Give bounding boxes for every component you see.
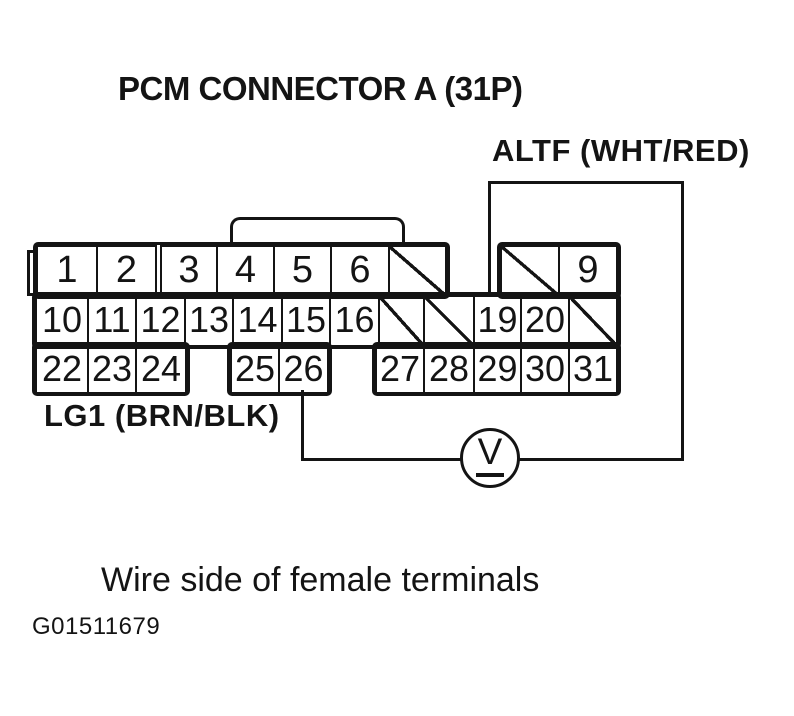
pin-cell-28: 28 <box>423 345 475 394</box>
pin-cell-1: 1 <box>36 245 98 297</box>
diagram-caption: Wire side of female terminals <box>101 561 540 599</box>
pin-cell-4: 4 <box>216 245 275 297</box>
lg1-wire-label: LG1 (BRN/BLK) <box>44 398 280 433</box>
voltmeter: V <box>460 428 520 488</box>
diagram-title: PCM CONNECTOR A (31P) <box>118 70 523 107</box>
lg1-wire-vertical-from-pin26 <box>301 390 304 461</box>
pin-cell-2: 2 <box>96 245 157 297</box>
pin-cell-10: 10 <box>35 295 89 347</box>
altf-wire-right-vertical <box>681 181 684 461</box>
blank-cell <box>388 245 447 297</box>
blank-cell <box>378 295 425 347</box>
altf-wire-top-horizontal <box>488 181 684 184</box>
pin-cell-24: 24 <box>135 345 187 394</box>
blank-cell <box>500 245 560 297</box>
pin-cell-23: 23 <box>87 345 137 394</box>
pin-cell-9: 9 <box>558 245 618 297</box>
pin-cell-13: 13 <box>184 295 234 347</box>
altf-wire-label: ALTF (WHT/RED) <box>492 133 750 168</box>
pin-cell-3: 3 <box>160 245 218 297</box>
voltmeter-icon: V <box>477 431 503 472</box>
altf-wire-vertical-to-pin19 <box>488 181 491 297</box>
pin-cell-5: 5 <box>273 245 332 297</box>
pin-cell-30: 30 <box>520 345 570 394</box>
pin-cell-31: 31 <box>568 345 618 394</box>
pin-cell-15: 15 <box>281 295 331 347</box>
pin-cell-16: 16 <box>329 295 380 347</box>
blank-cell <box>568 295 618 347</box>
meter-wire-left-horizontal <box>301 458 464 461</box>
pin-cell-27: 27 <box>375 345 425 394</box>
pin-cell-19: 19 <box>473 295 522 347</box>
pin-cell-11: 11 <box>87 295 137 347</box>
pin-cell-26: 26 <box>278 345 329 394</box>
meter-wire-right-horizontal <box>518 458 684 461</box>
pin-cell-29: 29 <box>473 345 522 394</box>
pin-cell-22: 22 <box>35 345 89 394</box>
figure-id: G01511679 <box>32 613 161 640</box>
pin-cell-12: 12 <box>135 295 186 347</box>
pin-cell-14: 14 <box>232 295 283 347</box>
pin-cell-25: 25 <box>230 345 280 394</box>
voltmeter-underline <box>476 473 504 477</box>
blank-cell <box>423 295 475 347</box>
pin-cell-6: 6 <box>330 245 390 297</box>
pin-cell-20: 20 <box>520 295 570 347</box>
